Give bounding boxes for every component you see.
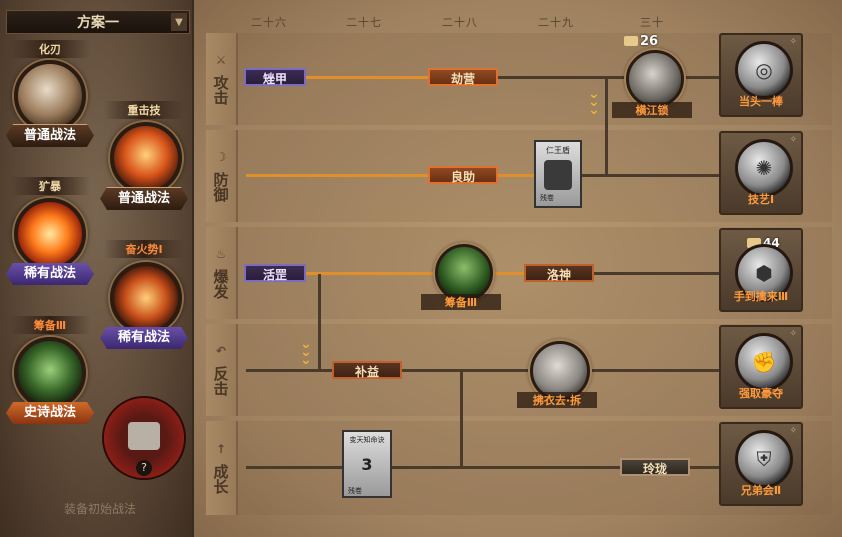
growth-book-card[interactable]: 变天知命诀 3 残卷 bbox=[342, 430, 392, 498]
row-label-counter: ↶ 反击 bbox=[206, 324, 238, 416]
path-line bbox=[497, 76, 627, 79]
row-label-burst: ♨ 爆发 bbox=[206, 227, 238, 319]
skill-tier-4: 稀有战法 bbox=[100, 327, 188, 349]
defense-book-card[interactable]: 仁王盾 残卷 bbox=[534, 140, 582, 208]
path-line bbox=[683, 76, 721, 79]
skill-name-1: 化刃 bbox=[10, 40, 90, 58]
skill-tier-2: 普通战法 bbox=[100, 187, 188, 210]
help-icon[interactable]: ? bbox=[136, 460, 152, 476]
node-cost-badge: 26 bbox=[624, 30, 704, 49]
skill-name-4: 奋火势Ⅰ bbox=[104, 240, 184, 258]
skill-icon-2[interactable] bbox=[110, 122, 182, 194]
shield-emblem-icon bbox=[544, 160, 572, 190]
day-26: 二十六 bbox=[251, 16, 287, 29]
path-line bbox=[605, 78, 608, 176]
skill-icon-3[interactable] bbox=[14, 198, 86, 270]
tag-jie-ying[interactable]: 劫营 bbox=[428, 68, 498, 86]
empty-skill-slot[interactable]: ? bbox=[104, 398, 184, 478]
path-line bbox=[593, 272, 720, 275]
node-heng-jiang-suo[interactable] bbox=[626, 50, 684, 108]
path-line bbox=[392, 466, 620, 469]
brotherhood-icon: ⛨ bbox=[735, 430, 793, 488]
chevron-down-marker-icon: ⌄⌄⌄ bbox=[300, 336, 312, 368]
path-line bbox=[305, 76, 429, 79]
skill-icon-1[interactable] bbox=[14, 60, 86, 132]
tag-bu-yi[interactable]: 补益 bbox=[332, 361, 402, 379]
sword-icon: ⚔ bbox=[215, 53, 227, 67]
tag-luo-shen[interactable]: 洛神 bbox=[524, 264, 594, 282]
row-label-defense: ☽ 防御 bbox=[206, 130, 238, 222]
day-28: 二十八 bbox=[442, 16, 478, 29]
corner-ornament-icon: ✧ bbox=[789, 37, 797, 47]
path-line bbox=[582, 174, 720, 177]
path-line bbox=[246, 174, 428, 177]
up-arrow-icon: ↑ bbox=[215, 442, 227, 456]
path-line bbox=[305, 272, 435, 275]
path-line bbox=[246, 369, 332, 372]
final-skill-4[interactable]: ✧ ✊ 强取豪夺 bbox=[719, 325, 803, 409]
grab-icon: ⬢ bbox=[735, 244, 793, 302]
final-skill-2[interactable]: ✧ ✺ 技艺Ⅰ bbox=[719, 131, 803, 215]
path-line bbox=[490, 272, 524, 275]
corner-ornament-icon: ✧ bbox=[789, 426, 797, 436]
tag-liang-zhu[interactable]: 良助 bbox=[428, 166, 498, 184]
lock-icon bbox=[128, 422, 160, 450]
day-29: 二十九 bbox=[538, 16, 574, 29]
final-skill-1[interactable]: ✧ ◎ 当头一棒 bbox=[719, 33, 803, 117]
path-line bbox=[318, 274, 321, 370]
row-label-growth: ↑ 成长 bbox=[206, 421, 238, 515]
seize-icon: ✊ bbox=[735, 333, 793, 391]
equip-initial-skill-text: 装备初始战法 bbox=[63, 502, 136, 516]
scheme-selector[interactable]: 方案一 ▼ bbox=[6, 10, 190, 34]
tag-huo-li[interactable]: 活罡 bbox=[244, 264, 306, 282]
corner-ornament-icon: ✧ bbox=[789, 135, 797, 145]
node-label-chou-bei: 筹备Ⅲ bbox=[421, 294, 501, 310]
skill-name-2: 重击技 bbox=[104, 101, 184, 119]
skill-tier-3: 稀有战法 bbox=[6, 263, 94, 285]
rope-icon: ◎ bbox=[735, 41, 793, 99]
chevron-down-icon[interactable]: ▼ bbox=[171, 13, 187, 31]
scroll-icon bbox=[747, 237, 761, 248]
path-line bbox=[400, 369, 528, 372]
strategy-equip-panel: 方案一 ▼ 化刃 普通战法 重击技 普通战法 犷暴 稀有战法 奋火势Ⅰ 稀有战法… bbox=[0, 0, 192, 537]
row-label-attack: ⚔ 攻击 bbox=[206, 33, 238, 125]
path-line bbox=[590, 369, 720, 372]
day-30: 三十 bbox=[640, 16, 664, 29]
skill-icon-4[interactable] bbox=[110, 262, 182, 334]
node-chou-bei[interactable] bbox=[435, 244, 493, 302]
scroll-icon bbox=[624, 35, 638, 46]
skill-name-5: 筹备Ⅲ bbox=[10, 316, 90, 334]
tag-ling-long[interactable]: 玲珑 bbox=[620, 458, 690, 476]
skill-emblem-icon: ✺ bbox=[735, 139, 793, 197]
chevron-down-marker-icon: ⌄⌄⌄ bbox=[588, 86, 600, 118]
skill-tier-1: 普通战法 bbox=[6, 124, 94, 147]
path-line bbox=[460, 369, 463, 468]
path-line bbox=[688, 466, 720, 469]
node-label-heng-jiang-suo: 横江锁 bbox=[612, 102, 692, 118]
corner-ornament-icon: ✧ bbox=[789, 329, 797, 339]
flame-icon: ♨ bbox=[215, 247, 227, 261]
path-line bbox=[498, 174, 534, 177]
tag-jia-jia[interactable]: 矬甲 bbox=[244, 68, 306, 86]
skill-icon-5[interactable] bbox=[14, 337, 86, 409]
day-27: 二十七 bbox=[346, 16, 382, 29]
final-skill-5[interactable]: ✧ ⛨ 兄弟会Ⅱ bbox=[719, 422, 803, 506]
scheme-label: 方案一 bbox=[77, 15, 119, 31]
node-label-fu-yi-qu: 拂衣去·拆 bbox=[517, 392, 597, 408]
counter-arrow-icon: ↶ bbox=[215, 344, 227, 358]
shield-icon: ☽ bbox=[215, 150, 227, 164]
skill-name-3: 犷暴 bbox=[10, 177, 90, 195]
skill-tier-5: 史诗战法 bbox=[6, 402, 94, 424]
final-skill-3[interactable]: 44 ⬢ 手到擒来Ⅲ bbox=[719, 228, 803, 312]
path-line bbox=[246, 466, 342, 469]
